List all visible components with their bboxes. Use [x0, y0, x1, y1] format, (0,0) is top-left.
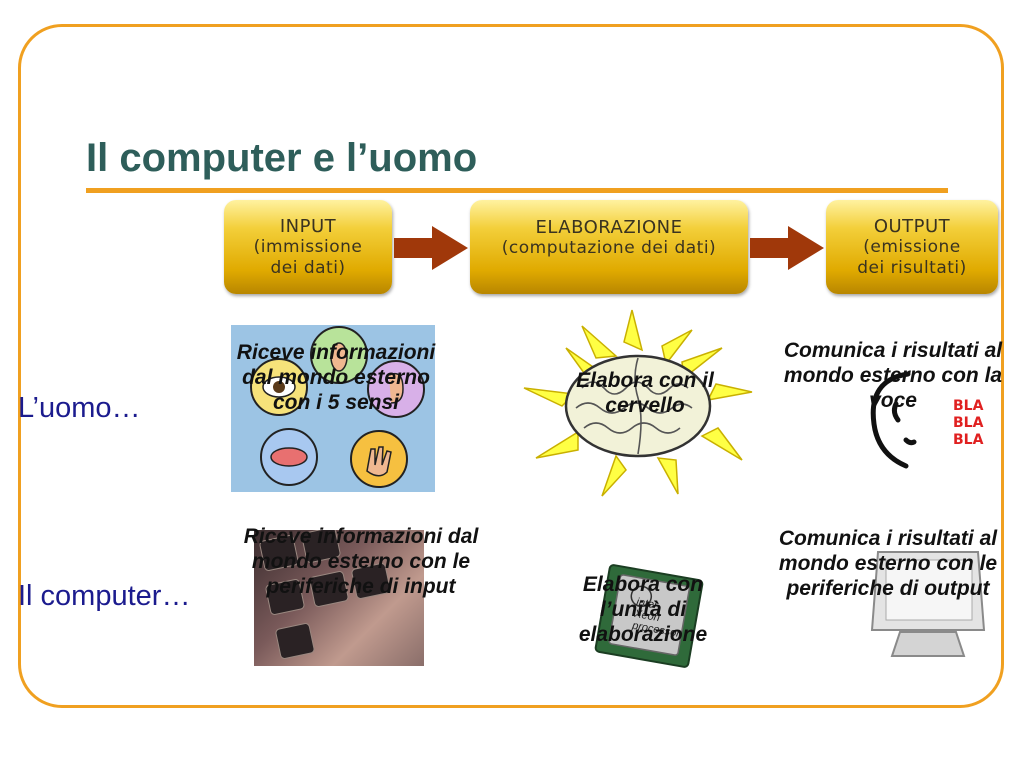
computer-output-text: Comunica i risultati al mondo esterno co… — [778, 527, 998, 600]
human-output-text: Comunica i risultati al mondo esterno co… — [783, 339, 1003, 412]
monitor-image — [860, 548, 988, 666]
flow-arrow-2-icon — [750, 226, 824, 270]
computer-input-text: Riceve informazioni dal mondo esterno co… — [243, 525, 479, 598]
stage-processing: ELABORAZIONE (computazione dei dati) — [470, 200, 748, 294]
human-input-text: Riceve informazioni dal mondo esterno co… — [236, 341, 436, 414]
stage-processing-line1: (computazione dei dati) — [501, 238, 717, 258]
stage-input-line2: dei dati) — [270, 257, 346, 278]
stage-output-line2: dei risultati) — [857, 257, 967, 278]
five-senses-image — [231, 325, 435, 492]
speaking-head-image — [856, 370, 996, 470]
flow-arrow-1-icon — [394, 226, 468, 270]
slide-frame — [18, 24, 1004, 708]
stage-input-line1: (immissione — [253, 236, 363, 257]
human-processing-text: Elabora con il cervello — [576, 369, 714, 417]
keyboard-image — [254, 527, 424, 666]
stage-processing-heading: ELABORAZIONE — [535, 217, 683, 238]
stage-input: INPUT (immissione dei dati) — [224, 200, 392, 294]
brain-image — [522, 308, 754, 498]
stage-output-heading: OUTPUT — [873, 215, 951, 237]
speech-bla-2: BLA — [953, 415, 984, 431]
speech-bla-group: BLA BLA BLA — [953, 398, 993, 449]
speech-bla-1: BLA — [953, 398, 984, 414]
row-label-human: L’uomo… — [18, 392, 141, 424]
row-label-computer: Il computer… — [18, 580, 191, 612]
slide-title: Il computer e l’uomo — [86, 136, 478, 180]
stage-output-line1: (emissione — [863, 236, 961, 257]
title-underline — [86, 188, 948, 193]
processor-chip-image: intel Xeon processor — [590, 564, 708, 668]
stage-input-heading: INPUT — [279, 215, 337, 237]
speech-bla-3: BLA — [953, 432, 984, 448]
stage-output: OUTPUT (emissione dei risultati) — [826, 200, 998, 294]
computer-processing-text: Elabora con l’unità di elaborazione — [578, 573, 708, 646]
